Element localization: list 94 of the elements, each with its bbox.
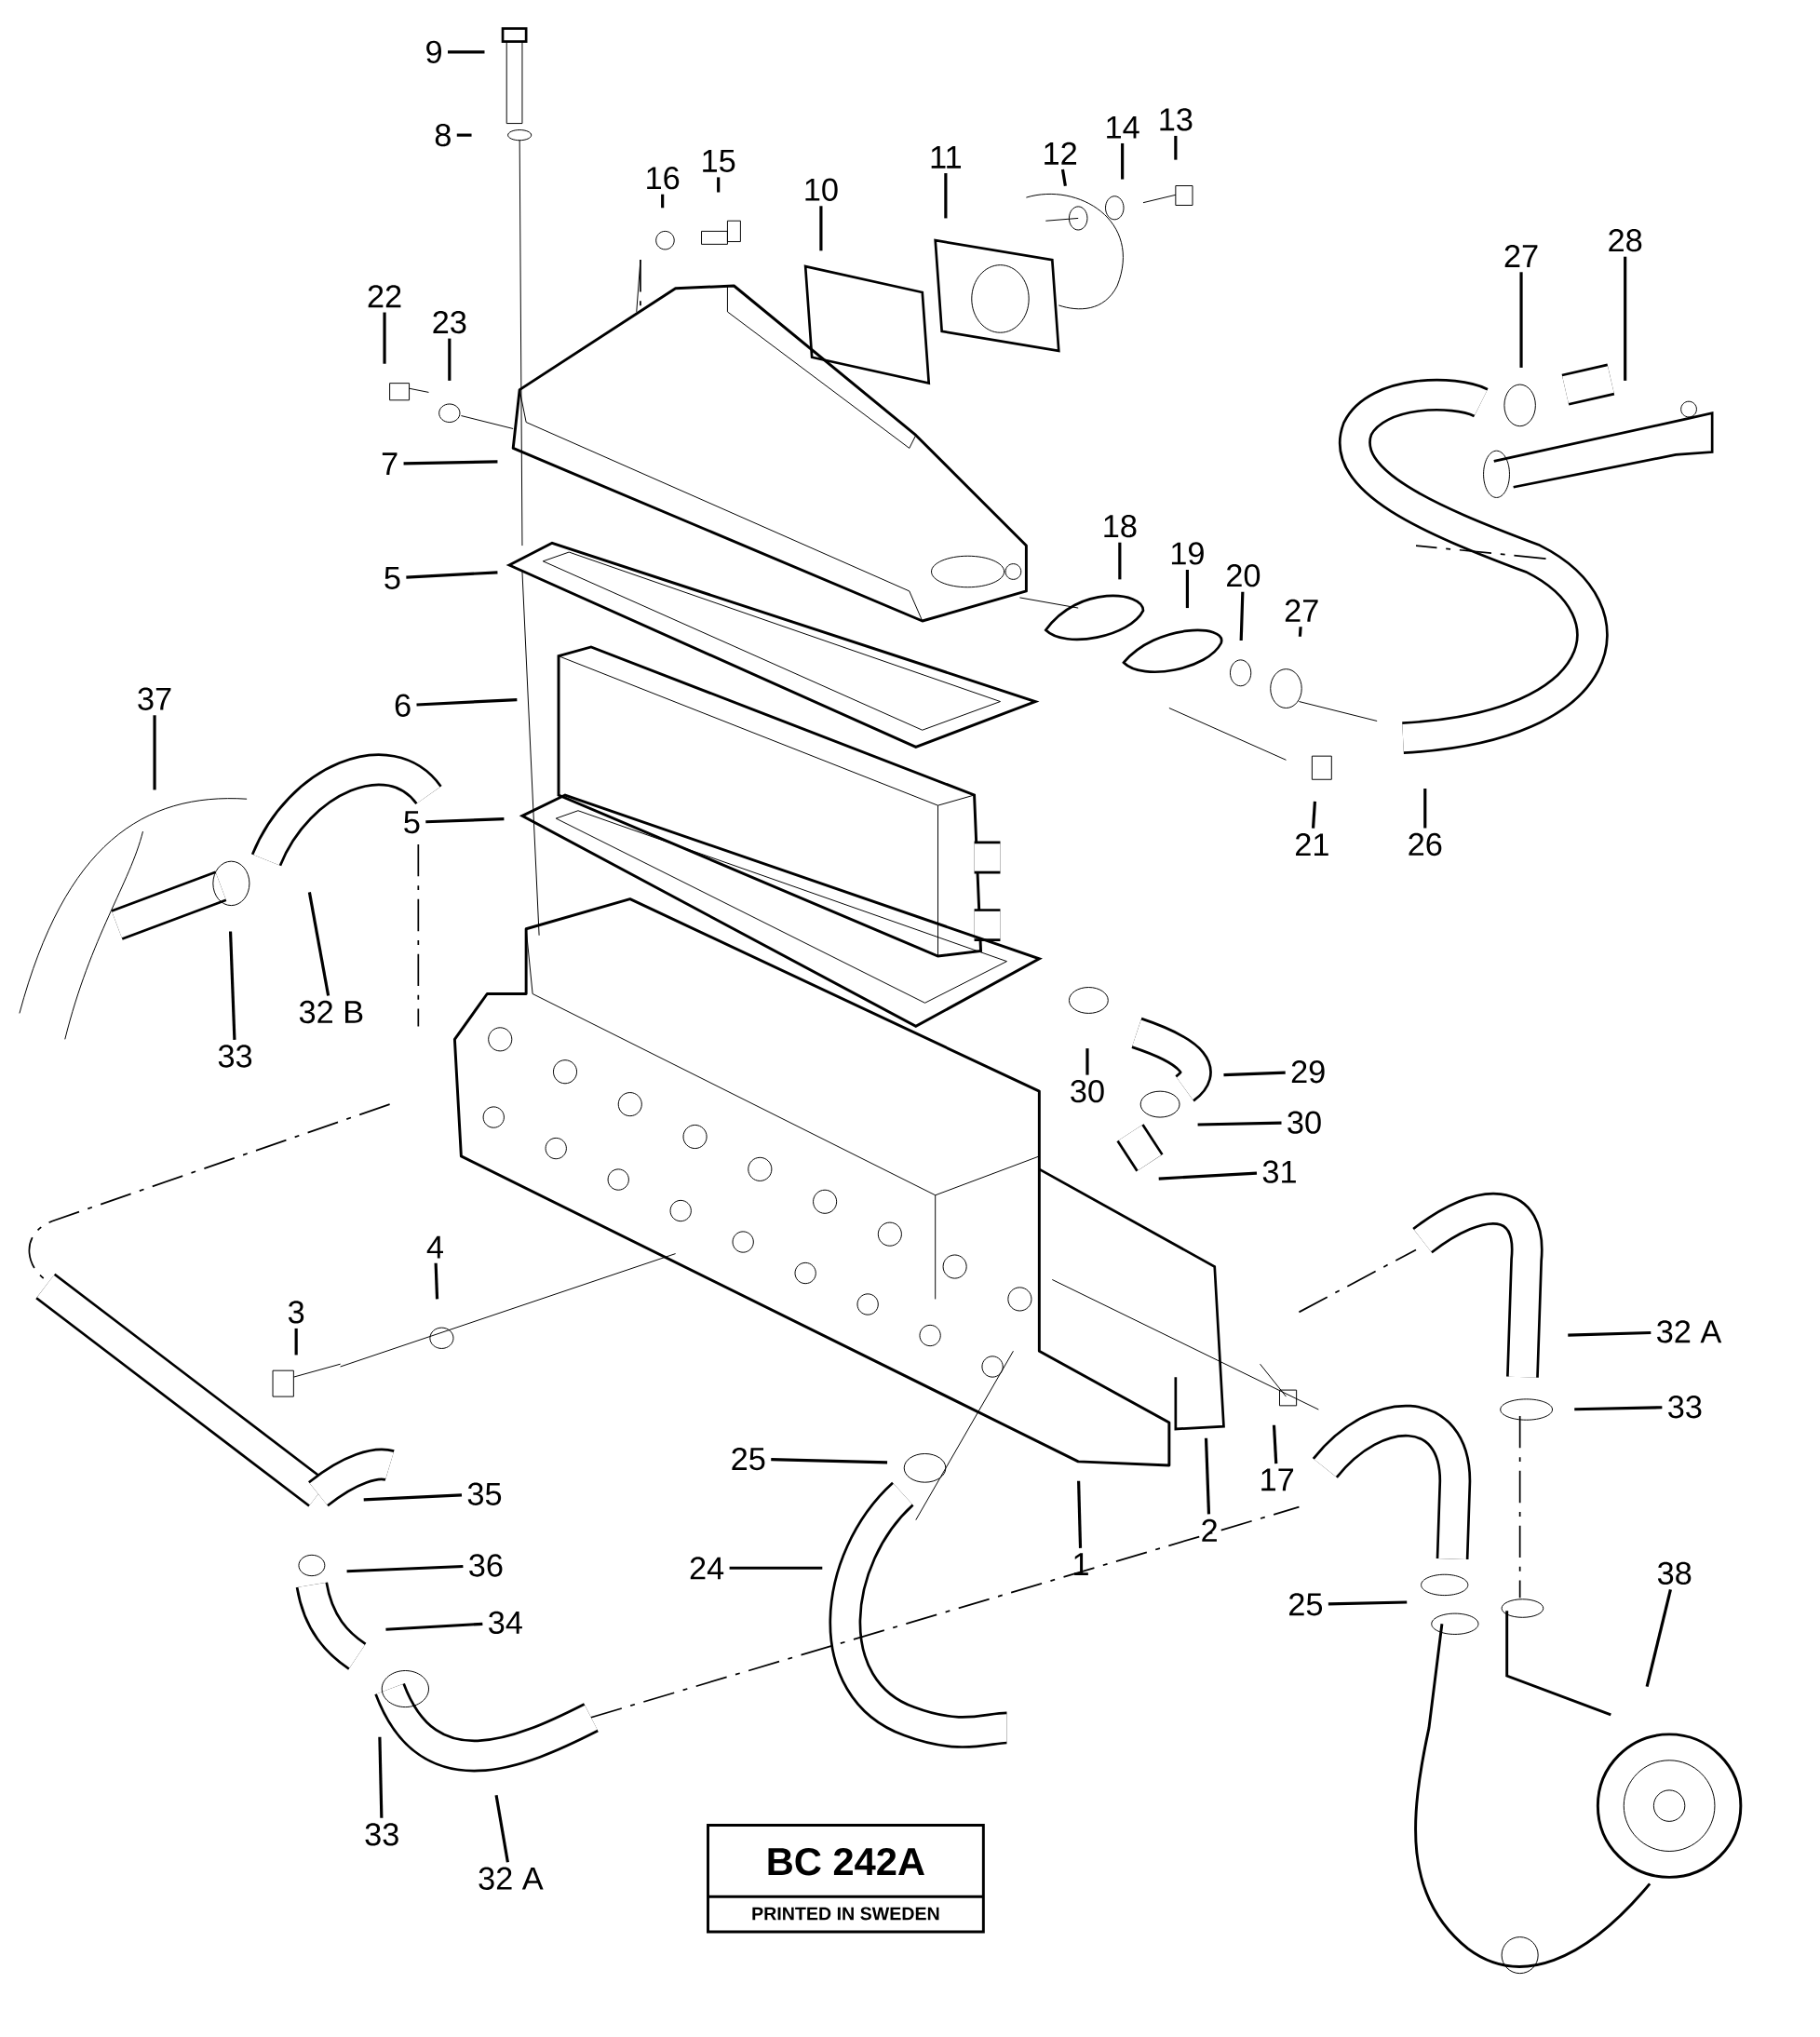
- leader-line: [1574, 1406, 1663, 1411]
- leader-line: [363, 1493, 463, 1502]
- callout-number: 10: [805, 178, 838, 201]
- callout-number: 27: [1504, 244, 1538, 267]
- leader-line: [1077, 1480, 1083, 1548]
- leader-line: [771, 1458, 888, 1464]
- leader-line: [456, 133, 472, 137]
- callout-number: 37: [138, 687, 171, 710]
- leader-line: [1624, 256, 1627, 381]
- callout-number: 29: [1291, 1060, 1325, 1084]
- leader-line: [1121, 142, 1125, 180]
- callout-number: 26: [1409, 832, 1442, 857]
- leader-line: [1060, 169, 1067, 187]
- leader-line: [406, 571, 498, 579]
- callout-number: 17: [1261, 1468, 1294, 1491]
- leader-line: [307, 892, 330, 996]
- leader-line: [1204, 1437, 1211, 1515]
- leader-line: [153, 715, 156, 790]
- leader-line: [385, 1622, 483, 1631]
- callout-number: 5: [404, 811, 420, 834]
- callout-number: 28: [1609, 229, 1642, 252]
- leader-line: [494, 1794, 509, 1863]
- leader-line: [1239, 591, 1245, 641]
- leader-line: [1423, 789, 1427, 829]
- leader-line: [1085, 1048, 1089, 1075]
- callout-number: 33: [218, 1045, 252, 1068]
- callout-number: 34: [489, 1611, 522, 1635]
- leader-line: [228, 931, 236, 1040]
- leader-line: [378, 1736, 384, 1818]
- leader-line: [1568, 1330, 1651, 1337]
- leader-line: [1298, 627, 1302, 637]
- leader-line: [294, 1328, 298, 1356]
- leader-line: [1272, 1424, 1278, 1464]
- callout-number: 16: [647, 167, 680, 190]
- callout-number: 8: [435, 123, 451, 147]
- leader-line: [1158, 1171, 1258, 1180]
- callout-number: 4: [426, 1235, 443, 1259]
- callout-number: 13: [1160, 108, 1193, 131]
- callout-number: 12: [1045, 142, 1077, 165]
- callout-number: 25: [732, 1447, 765, 1471]
- leader-line: [819, 206, 823, 251]
- print-note: PRINTED IN SWEDEN: [752, 1907, 939, 1921]
- leader-line: [1311, 801, 1317, 829]
- leader-line: [1118, 542, 1122, 580]
- leader-line: [1174, 135, 1178, 160]
- leader-line: [346, 1564, 464, 1573]
- callout-number: 1: [1074, 1553, 1088, 1575]
- leader-line: [1223, 1071, 1286, 1077]
- callout-number: 6: [395, 694, 411, 717]
- callout-number: 38: [1657, 1561, 1692, 1585]
- callout-number: 14: [1107, 115, 1139, 139]
- leader-line: [434, 1262, 439, 1300]
- leader-line: [1645, 1589, 1672, 1688]
- callout-number: 5: [384, 567, 400, 589]
- callout-number: 32 B: [299, 1000, 363, 1024]
- callout-number: 9: [426, 40, 441, 63]
- leader-line: [383, 312, 386, 364]
- callout-number: 27: [1285, 599, 1318, 622]
- callout-number: 15: [703, 150, 735, 172]
- leader-line: [1197, 1121, 1282, 1126]
- callout-number: 25: [1289, 1593, 1323, 1616]
- callout-number: 19: [1171, 542, 1204, 565]
- leader-line: [403, 460, 498, 465]
- leader-line: [1519, 272, 1523, 368]
- leader-line: [661, 194, 665, 209]
- callout-number: 35: [467, 1482, 502, 1505]
- callout-number: 21: [1296, 833, 1328, 856]
- leader-line: [944, 173, 948, 219]
- callout-number: 11: [931, 146, 962, 169]
- callout-number: 32 A: [1657, 1320, 1722, 1343]
- leader-line: [425, 817, 505, 824]
- callout-number: 32 A: [479, 1867, 544, 1890]
- callout-number: 36: [469, 1554, 503, 1577]
- callout-number: 18: [1104, 514, 1137, 538]
- leader-line: [1328, 1600, 1408, 1606]
- callout-number: 33: [1668, 1396, 1702, 1419]
- callout-number: 31: [1262, 1160, 1296, 1183]
- callout-number: 3: [288, 1301, 304, 1324]
- drawing-number: BC 242A: [768, 1847, 924, 1876]
- callout-number: 23: [433, 310, 466, 334]
- leader-line: [1185, 570, 1190, 609]
- callout-number: 30: [1287, 1111, 1321, 1134]
- leader-line: [448, 50, 485, 54]
- callout-number: 30: [1071, 1080, 1104, 1103]
- callout-number: 20: [1227, 564, 1261, 587]
- callout-number: 7: [382, 452, 398, 475]
- callout-number: 24: [690, 1557, 724, 1580]
- leader-line: [448, 338, 452, 381]
- callout-number: 33: [365, 1823, 398, 1846]
- leader-line: [729, 1566, 823, 1570]
- leader-line: [416, 697, 518, 707]
- leader-line: [717, 177, 721, 193]
- callout-number: 2: [1202, 1518, 1217, 1542]
- callout-number: 22: [368, 285, 401, 308]
